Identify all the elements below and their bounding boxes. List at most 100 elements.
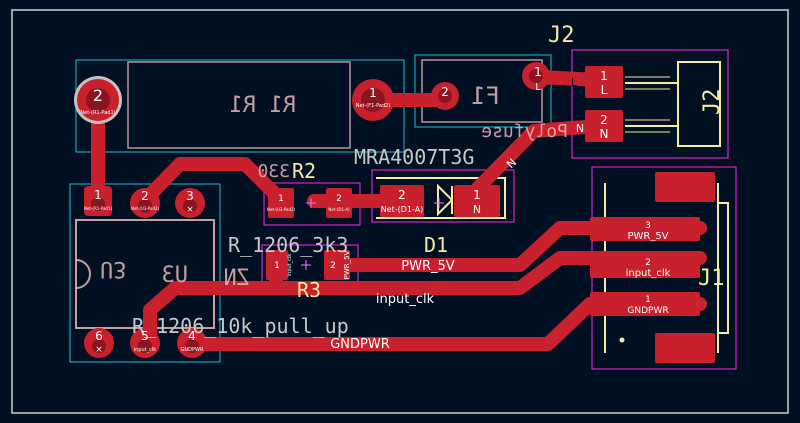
j2-pad-2-number: 2 [600, 113, 608, 127]
u3-pad-2[interactable] [130, 188, 160, 218]
d1-pad-2-net: Net-(D1-A) [381, 205, 424, 214]
j1-silk-latch [717, 202, 729, 334]
r2-pad-2-number: 2 [336, 194, 342, 204]
u3-pad-5[interactable] [130, 328, 160, 358]
u3-pin1-notch [75, 259, 91, 289]
u3-pad-1-number: 1 [94, 188, 102, 202]
j1-pin1-dot [619, 337, 625, 343]
u3-pad-4[interactable] [177, 328, 207, 358]
j1-pad-1[interactable] [590, 292, 700, 316]
board-edge-outline [11, 9, 789, 414]
r3-pad-2-net: PWR_5V [343, 250, 351, 279]
j2-fab: J2 [700, 89, 725, 116]
u3-pad-2-net: Net-(U3-Pad2) [131, 206, 160, 211]
u3-ref: U3 [162, 263, 189, 288]
partial-back-text-2: 330 [257, 161, 290, 182]
u3-pad-3[interactable] [175, 188, 205, 218]
f1-fab-ref: F1 [471, 82, 500, 110]
r2-pad-2-net: Net-(D1-A) [328, 207, 350, 212]
d1-cathode-symbol [437, 183, 454, 217]
r2-pad-1[interactable] [268, 188, 294, 218]
j1-pad-2[interactable] [590, 254, 700, 278]
d1-pad-1-number: 1 [473, 188, 481, 202]
trace-label-pwr5v: PWR_5V [401, 259, 454, 274]
j1-pad-3-net: PWR_5V [627, 231, 668, 242]
j1-ref: J1 [698, 266, 725, 291]
f1-pad-1[interactable] [522, 62, 550, 90]
r3-pad-1-number: 1 [274, 261, 280, 271]
u3-pad-1-net: Net-(R1-Pad1) [84, 206, 113, 211]
j1-pad-2-number: 2 [645, 258, 651, 268]
n-net-label-1: N [576, 122, 584, 135]
u3-pad-3-number: 3 [186, 189, 194, 203]
d1-value: MRA4007T3G [354, 145, 474, 169]
j1-pad-3[interactable] [590, 217, 700, 241]
r3-pad-1[interactable] [266, 250, 288, 280]
r3-pad-2-number: 2 [330, 261, 336, 271]
f1-pad-2-number: 2 [441, 85, 449, 99]
l-net-label: L [571, 76, 578, 89]
f1-pad-1-number: 1 [534, 65, 542, 79]
f1-pad-2[interactable] [431, 82, 459, 110]
trace-r2-u3 [138, 157, 289, 208]
j2-pad-1[interactable] [585, 66, 623, 98]
u3-pad-6-number: 6 [95, 329, 103, 343]
d1-pad-1-net: N [473, 203, 481, 216]
d1-pad-2[interactable] [380, 185, 424, 217]
r1-pad-2[interactable] [74, 76, 122, 124]
r2-ref: R2 [292, 159, 316, 183]
j2-pad-1-net: L [601, 83, 608, 97]
j2-silk-body [677, 61, 721, 147]
f1-courtyard [414, 54, 552, 128]
u3-courtyard [69, 183, 221, 363]
u3-pad-4-net: GNDPWR [181, 347, 204, 353]
j1-mount-pad-bottom[interactable] [655, 333, 715, 363]
d1-pad-1[interactable] [454, 185, 500, 217]
j2-courtyard [571, 49, 729, 159]
j1-pad-1-net: GNDPWR [627, 306, 668, 316]
j1-pad-3-number: 3 [645, 221, 651, 231]
r1-pad-1-number: 1 [369, 86, 377, 100]
d1-pad-2-number: 2 [398, 188, 406, 202]
u3-pad-1[interactable] [84, 186, 112, 216]
r1-ref-back: R1 [270, 93, 297, 118]
partial-back-text-1: ZN [224, 266, 251, 291]
j2-pad-1-number: 1 [600, 69, 608, 83]
r1-pad-2-net: Net-(R1-Pad1) [80, 110, 115, 116]
j1-pad-1-number: 1 [645, 295, 651, 305]
u3-pad-3-nc: × [186, 205, 194, 215]
d1-ref: D1 [424, 233, 448, 257]
f1-value: Polyfuse [481, 121, 568, 142]
u3-fab-ref: U3 [100, 256, 127, 281]
f1-body-outline [421, 59, 543, 123]
r1-fab-ref: R1 [230, 93, 257, 118]
u3-pad-6[interactable] [84, 328, 114, 358]
r1-pad-1-net: Net-(F1-Pad2) [356, 103, 391, 109]
r2-value: R_1206_3k3 [228, 233, 348, 257]
j2-pad-2-net: N [600, 127, 609, 141]
r1-body-outline [127, 61, 351, 149]
trace-label-gndpwr: GNDPWR [330, 337, 390, 352]
r3-value: R_1206_10k_pull_up [132, 314, 349, 338]
r3-ref: R3 [297, 278, 321, 302]
j2-ref: J2 [548, 23, 575, 48]
j1-pad-2-net: input_clk [626, 268, 671, 279]
r2-pad-1-number: 1 [278, 194, 284, 204]
u3-pad-6-nc: × [95, 345, 103, 355]
r2-pad-1-net: Net-(U3-Pad2) [267, 207, 296, 212]
u3-pad-4-number: 4 [188, 329, 196, 343]
r2-pad-2[interactable] [326, 188, 352, 218]
r1-pad-1[interactable] [352, 79, 394, 121]
r3-pad-2[interactable] [324, 250, 350, 280]
r3-pad-1-net: input_clk [287, 254, 293, 276]
trace-label-input-clk: input_clk [376, 292, 435, 307]
j2-pad-2[interactable] [585, 110, 623, 142]
r1-pad-2-number: 2 [93, 86, 103, 105]
u3-pad-5-net: input_clk [134, 347, 156, 353]
u3-pad-5-number: 5 [141, 329, 149, 343]
j1-mount-pad-top[interactable] [655, 172, 715, 202]
u3-pad-2-number: 2 [141, 189, 149, 203]
d1-silk-outline [376, 177, 506, 219]
f1-pad-1-net: L [535, 82, 541, 93]
